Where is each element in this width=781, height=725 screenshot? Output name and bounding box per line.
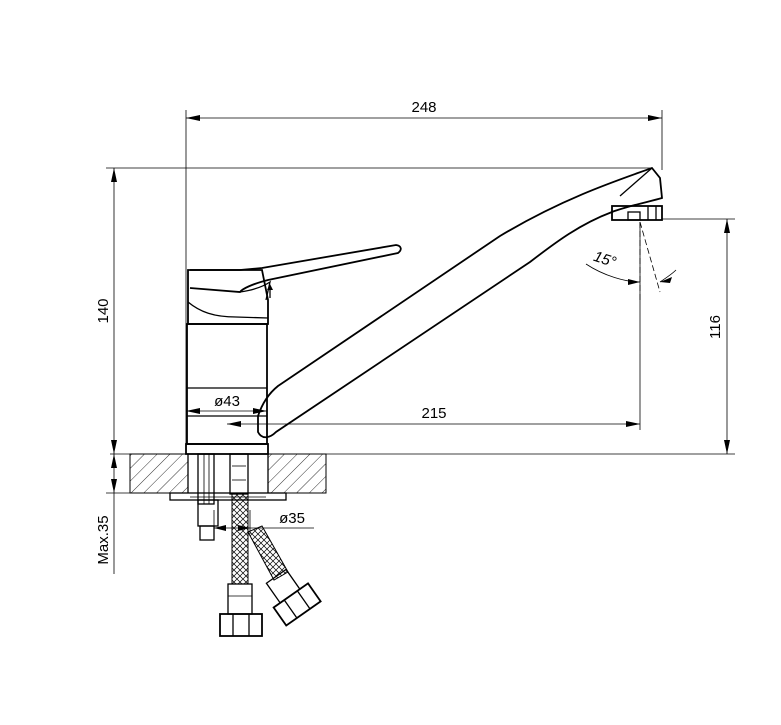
dimension-overall-height: 140	[95, 167, 652, 454]
dimension-overall-length: 248	[185, 99, 663, 444]
dimension-label-d35: ø35	[279, 510, 305, 527]
dimension-spout-height: 116	[662, 218, 735, 454]
angle-label-15: 15°	[591, 248, 618, 271]
faucet-body	[185, 244, 402, 455]
hose-left	[219, 453, 263, 637]
dimension-spout-reach: 215	[227, 222, 641, 430]
dimension-label-max35: Max.35	[95, 515, 112, 564]
dimension-label-d43: ø43	[214, 393, 240, 410]
mounting-plate	[169, 492, 287, 501]
dimension-body-diameter: ø43	[186, 393, 267, 414]
swivel-angle-indicator: 15°	[585, 221, 677, 300]
hose-right	[247, 525, 322, 627]
dimension-label-140: 140	[95, 298, 112, 323]
dimension-label-215: 215	[421, 405, 446, 422]
aerator	[611, 205, 663, 221]
dimension-mount-diameter: ø35	[213, 510, 314, 534]
dimension-max-thickness: Max.35	[95, 454, 130, 574]
dimension-label-116: 116	[707, 315, 724, 339]
handle-lever	[189, 244, 402, 301]
spout	[257, 166, 663, 439]
dimension-label-248: 248	[411, 99, 436, 116]
